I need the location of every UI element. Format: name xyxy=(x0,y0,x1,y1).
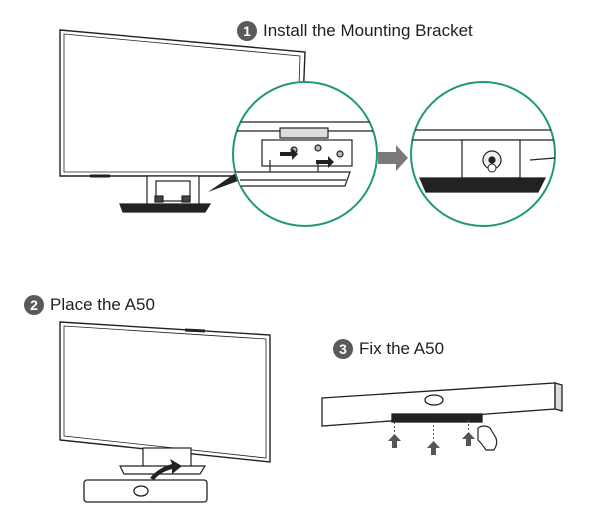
up-arrow-icon xyxy=(388,432,475,455)
step-1-header: 1 Install the Mounting Bracket xyxy=(237,21,473,41)
step-2-header: 2 Place the A50 xyxy=(24,295,155,315)
hand-icon xyxy=(477,425,498,451)
next-step-arrow-icon xyxy=(378,145,408,171)
screw-icon xyxy=(487,163,497,173)
mount-arrow-icon xyxy=(280,148,334,168)
step-title: Fix the A50 xyxy=(359,339,445,358)
step-number-badge: 3 xyxy=(333,339,353,359)
step3-a50-device xyxy=(321,382,563,427)
zoom-circle-bracket-fixed xyxy=(410,81,556,227)
step-3-header: 3 Fix the A50 xyxy=(333,339,444,359)
zoom-circle-bracket-mount xyxy=(232,81,378,227)
step-title: Place the A50 xyxy=(50,295,155,314)
step1-bracket xyxy=(119,175,212,213)
step-number-badge: 2 xyxy=(24,295,44,315)
step-number-badge: 1 xyxy=(237,21,257,41)
screw-guide-lines xyxy=(394,420,469,439)
step2-tv xyxy=(59,321,271,463)
step-title: Install the Mounting Bracket xyxy=(263,21,473,40)
step2-a50-device xyxy=(83,479,208,503)
place-arrow-icon xyxy=(150,459,182,480)
